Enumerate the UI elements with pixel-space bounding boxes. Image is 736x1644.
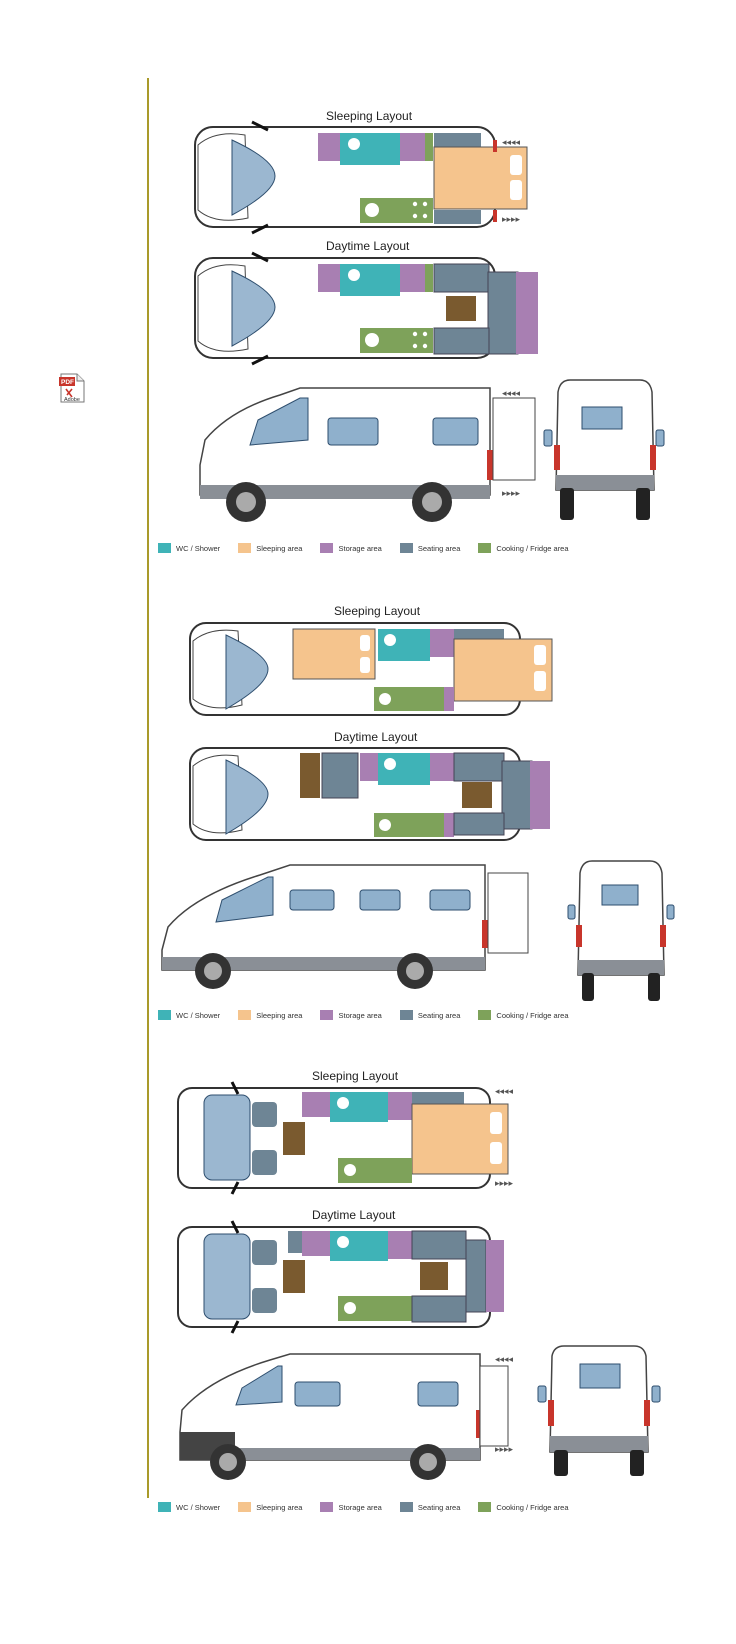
- legend-item-wc: WC / Shower: [158, 1010, 220, 1020]
- legend-item-storage: Storage area: [320, 1010, 382, 1020]
- side-view-van: [161, 864, 529, 989]
- legend-2: WC / Shower Sleeping area Storage area S…: [158, 1010, 587, 1020]
- legend-item-cooking: Cooking / Fridge area: [478, 1502, 569, 1512]
- daytime-floor-plan: Daytime Layout: [194, 239, 538, 366]
- legend-item-wc: WC / Shower: [158, 1502, 220, 1512]
- legend-item-sleeping: Sleeping area: [238, 1502, 302, 1512]
- sleeping-layout-title: Sleeping Layout: [312, 1069, 399, 1083]
- legend-item-wc: WC / Shower: [158, 543, 220, 553]
- legend-item-sleeping: Sleeping area: [238, 1010, 302, 1020]
- vertical-divider-line: [147, 78, 149, 1498]
- legend-item-storage: Storage area: [320, 543, 382, 553]
- svg-text:◂◂◂◂: ◂◂◂◂: [502, 388, 521, 398]
- rear-view-van: [567, 860, 675, 1001]
- legend-3: WC / Shower Sleeping area Storage area S…: [158, 1502, 587, 1512]
- legend-item-storage: Storage area: [320, 1502, 382, 1512]
- rear-view-van: [543, 379, 665, 520]
- legend-1: WC / Shower Sleeping area Storage area S…: [158, 543, 587, 553]
- svg-text:▸▸▸▸: ▸▸▸▸: [495, 1178, 514, 1188]
- svg-text:PDF: PDF: [61, 379, 74, 386]
- daytime-floor-plan: Daytime Layout: [189, 730, 550, 841]
- sleeping-floor-plan: Sleeping Layout: [189, 604, 553, 716]
- daytime-layout-title: Daytime Layout: [312, 1208, 396, 1222]
- layout-block-1: Sleeping Layout ◂◂◂◂ ▸▸▸▸: [150, 100, 736, 540]
- legend-item-cooking: Cooking / Fridge area: [478, 1010, 569, 1020]
- legend-item-seating: Seating area: [399, 1010, 460, 1020]
- daytime-layout-title: Daytime Layout: [334, 730, 418, 744]
- sleeping-layout-title: Sleeping Layout: [334, 604, 421, 618]
- side-view-van: ◂◂◂◂ ▸▸▸▸: [199, 387, 536, 522]
- legend-item-seating: Seating area: [399, 1502, 460, 1512]
- sleeping-floor-plan: Sleeping Layout ◂◂◂◂ ▸▸▸▸: [177, 1069, 514, 1195]
- svg-text:◂◂◂◂: ◂◂◂◂: [495, 1354, 514, 1364]
- svg-text:◂◂◂◂: ◂◂◂◂: [495, 1086, 514, 1096]
- daytime-floor-plan: Daytime Layout: [177, 1208, 504, 1334]
- sleeping-layout-title: Sleeping Layout: [326, 109, 413, 123]
- legend-item-seating: Seating area: [399, 543, 460, 553]
- daytime-layout-title: Daytime Layout: [326, 239, 410, 253]
- sleeping-floor-plan: Sleeping Layout ◂◂◂◂ ▸▸▸▸: [194, 109, 528, 235]
- side-view-van: ◂◂◂◂ ▸▸▸▸: [179, 1353, 514, 1480]
- layout-block-2: Sleeping Layout Daytime Layout: [150, 595, 736, 1015]
- svg-text:▸▸▸▸: ▸▸▸▸: [502, 488, 521, 498]
- svg-text:Adobe: Adobe: [64, 397, 80, 403]
- legend-item-sleeping: Sleeping area: [238, 543, 302, 553]
- svg-text:▸▸▸▸: ▸▸▸▸: [502, 214, 521, 224]
- svg-text:◂◂◂◂: ◂◂◂◂: [502, 137, 521, 147]
- pdf-adobe-icon[interactable]: PDF Adobe: [58, 373, 86, 403]
- legend-item-cooking: Cooking / Fridge area: [478, 543, 569, 553]
- svg-text:▸▸▸▸: ▸▸▸▸: [495, 1444, 514, 1454]
- layout-block-3: Sleeping Layout ◂◂◂◂ ▸▸▸▸ Daytime Layout: [150, 1060, 736, 1490]
- rear-view-van: [537, 1345, 661, 1476]
